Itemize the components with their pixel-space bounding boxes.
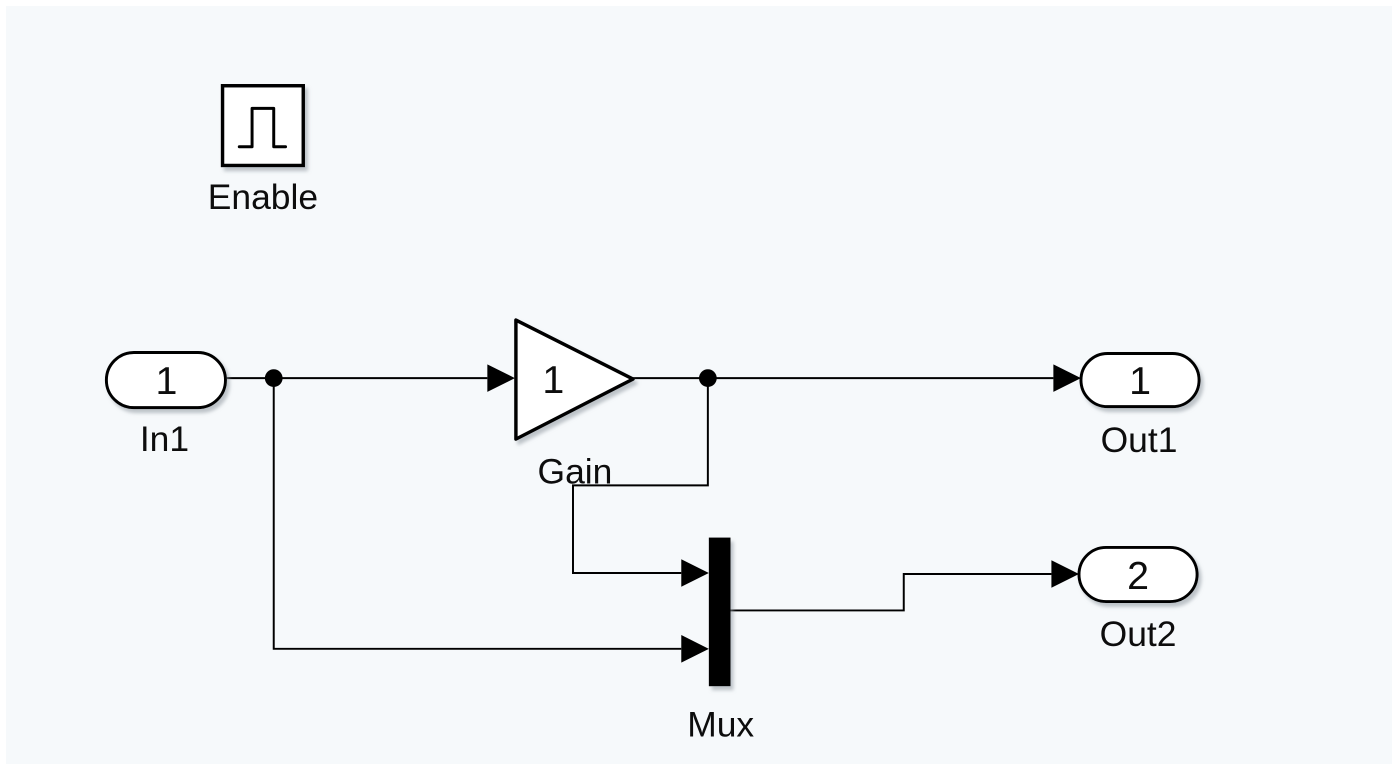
in1-port-number: 1 bbox=[155, 359, 177, 403]
out1-block-body[interactable] bbox=[1079, 352, 1201, 409]
out2-port-number: 2 bbox=[1127, 554, 1149, 598]
mux-block[interactable]: Mux bbox=[687, 537, 754, 745]
gain-block[interactable]: 1 Gain bbox=[514, 318, 635, 491]
diagram-svg: Enable 1 In1 1 Gain Mux 1 Out1 2 bbox=[104, 84, 1201, 745]
branch-dot-in1 bbox=[264, 369, 283, 387]
out1-port-number: 1 bbox=[1129, 359, 1151, 403]
arrowhead-mux-input1 bbox=[681, 559, 709, 587]
arrowhead-gain-input bbox=[487, 364, 515, 392]
wire-in1-to-mux-in2[interactable] bbox=[272, 378, 682, 650]
out1-block-label[interactable]: Out1 bbox=[1101, 420, 1178, 460]
enable-block[interactable]: Enable bbox=[208, 84, 318, 217]
enable-block-label[interactable]: Enable bbox=[208, 177, 318, 217]
arrowhead-out1-input bbox=[1053, 364, 1081, 392]
mux-block-body[interactable] bbox=[708, 537, 731, 687]
gain-block-label[interactable]: Gain bbox=[538, 451, 613, 491]
gain-value: 1 bbox=[542, 358, 564, 402]
in1-block-body[interactable] bbox=[104, 351, 227, 410]
out2-block[interactable]: 2 Out2 bbox=[1077, 545, 1199, 654]
branch-dot-gain bbox=[699, 369, 717, 387]
mux-block-label[interactable]: Mux bbox=[687, 704, 754, 744]
out1-block[interactable]: 1 Out1 bbox=[1079, 352, 1201, 460]
wire-gain-to-mux-in1[interactable] bbox=[572, 378, 709, 575]
out2-block-label[interactable]: Out2 bbox=[1100, 614, 1177, 654]
pulse-icon bbox=[237, 106, 288, 149]
wire-mux-to-out2[interactable] bbox=[730, 573, 1052, 612]
arrowhead-out2-input bbox=[1051, 560, 1079, 588]
in1-block[interactable]: 1 In1 bbox=[104, 351, 227, 459]
out2-block-body[interactable] bbox=[1077, 545, 1199, 604]
in1-block-label[interactable]: In1 bbox=[140, 419, 189, 459]
enable-block-body[interactable] bbox=[220, 84, 305, 168]
arrowhead-mux-input2 bbox=[681, 635, 709, 663]
gain-block-body[interactable] bbox=[514, 318, 635, 441]
